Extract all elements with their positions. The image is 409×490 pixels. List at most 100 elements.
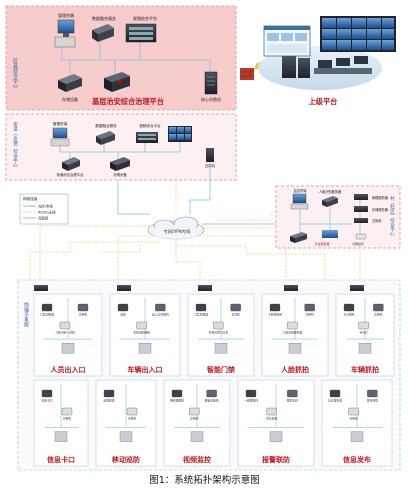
village-zone: 村（社区）综合中心 监控终端 人脸识别服务器 管理服务器 存储服务器 [275,185,401,249]
street-video-platform-label: 视频综合平台 [139,123,161,128]
village-switch-label: 交换机 [372,218,382,223]
video-wall-icon [320,16,396,52]
district-terminal-icon [54,19,76,48]
district-fusion-server-icon [92,24,114,42]
switch-icon [117,285,131,291]
street-fusion-label: 数据融合服务 [95,123,117,128]
device-label: 车牌识别相机 [133,331,150,335]
device-label: 卡口相机 [343,313,354,317]
device-label: 人脸识别一体机 [55,331,75,335]
device-label: 道闸 [120,313,126,317]
device-icon [155,303,166,312]
district-platform-title: 基层治安综合治理平台 [91,97,164,106]
device-label: 人脸抓拍机 [268,313,282,317]
device-label: 交换机 [349,417,358,421]
device-label: 信息发布屏 [328,399,342,403]
subsystem-title: 移动巡防 [112,455,140,464]
street-side-label: 街道（乡镇）综合中心 [13,121,18,168]
terminal-device-icon [138,343,152,354]
device-icon [59,321,71,330]
device-label: 硬盘录像机 [205,399,219,403]
device-label: 交换机 [190,417,199,421]
village-terminal-icon [290,193,309,210]
district-fusion-label: 数据融合服务 [92,15,116,21]
street-terminal-icon [50,127,70,147]
switch-icon [350,285,364,291]
village-display-icon [322,230,338,238]
device-label: 出入口控制机 [152,313,169,317]
district-side-label: 区县综合中心 [12,58,18,88]
subsystem-title: 信息发布 [343,455,371,464]
village-platform-label: 平台服务器 [314,241,329,246]
device-icon [230,303,241,312]
device-icon [61,407,73,416]
subsystem-wiring [346,298,384,340]
device-icon [126,407,138,416]
device-label: 交换机 [128,417,137,421]
subsystem-wiring [44,298,92,340]
firewall-icon [240,68,254,80]
device-icon [189,407,200,416]
device-label: 补光灯 [359,331,368,335]
street-video-wall-icon [168,126,192,142]
upper-platform-title: 上级平台 [309,97,338,106]
device-label: 可视对讲门口机 [209,331,229,335]
subsystem-title: 报警联防 [262,455,290,464]
legend: 网络连接 光纤/专线 4G/5G无线 互联网 [19,193,69,225]
village-mgmt-server-icon [354,194,368,200]
village-mgmt-server-label: 管理服务器 [372,195,389,200]
terminal-device-icon [190,431,204,442]
terminal-device-icon [54,431,68,442]
platform-software-icon [263,25,311,57]
device-label: 交换机 [79,313,88,317]
subsystem-wiring [106,384,146,428]
street-video-platform-icon [136,132,158,143]
subsystem-wiring [120,298,170,340]
village-storage-server-icon [354,206,368,212]
upper-platform: 上级平台 [258,16,396,106]
legend-title: 网络连接 [23,196,38,201]
switch-icon [34,285,48,291]
subsystem-grid: 门禁控制器人脸识别一体机交换机人员出入口道闸车牌识别相机出入口控制机车辆出入口门… [33,293,395,467]
street-terminal-label: 管理终端 [53,121,68,126]
device-icon [329,389,341,398]
subsystem-wiring [174,384,220,428]
terminal-device-icon [350,431,364,442]
district-zone-bg [5,5,237,111]
village-display-label: 大屏显示 [352,241,364,246]
subsystem-wiring [44,384,78,428]
street-zone: 街道（乡镇）综合中心 管理终端 数据融合服务 视频综合平台 [5,113,237,181]
district-core-switch-label: 核心交换机 [201,96,221,102]
legend-item-wireless: 4G/5G无线 [38,210,56,215]
subsystem-title: 人脸抓拍 [281,365,309,374]
terminal-device-icon [269,431,283,442]
device-icon [77,303,89,312]
device-icon [41,303,53,312]
legend-item-fiber: 光纤/专线 [38,204,53,209]
upper-server-rack-icon [282,56,310,78]
device-icon [343,303,355,312]
network-label: 专网/VPN专网 [164,228,191,235]
device-label: 紧急按钮 [266,417,277,421]
top-row-switches [34,285,364,291]
device-icon [245,389,257,398]
subsystem-wiring [248,384,304,428]
district-video-platform-icon [125,23,157,43]
street-fusion-server-icon [96,131,115,145]
street-zone-bg [5,113,237,181]
device-icon [304,303,315,312]
legend-item-internet: 互联网 [38,216,49,221]
district-core-switch-icon [204,71,218,95]
terminal-device-icon [358,343,372,354]
device-icon [103,389,115,398]
subsystem-wiring [332,384,382,428]
